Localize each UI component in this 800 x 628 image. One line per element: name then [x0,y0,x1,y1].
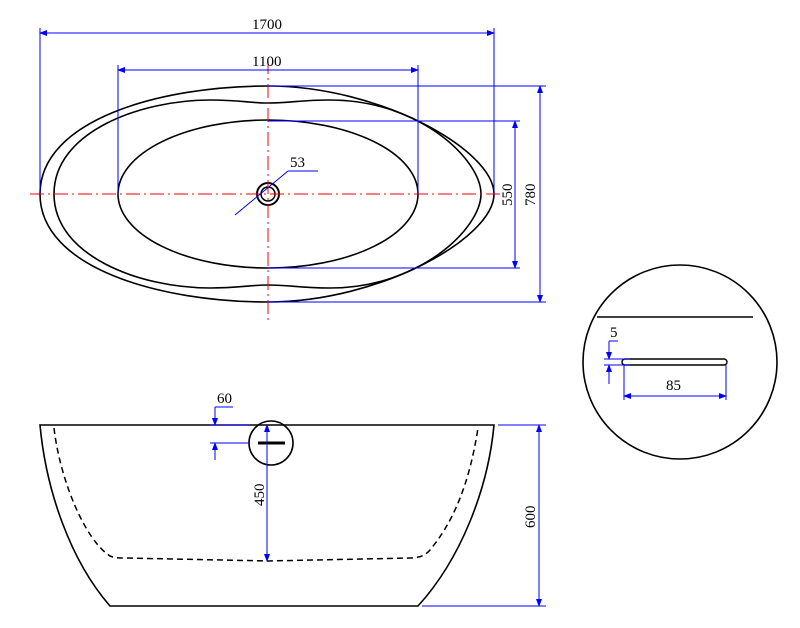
dimension-overflow-height: 60 [210,391,250,460]
dimension-inner-width: 550 [268,120,520,269]
dimension-label-1100: 1100 [252,54,281,70]
dimension-slot-length: 85 [623,365,727,400]
dimension-drain-diameter: 53 [234,155,318,216]
dimension-label-780: 780 [523,184,539,207]
dimension-overall-height: 600 [422,424,546,607]
dimension-label-450: 450 [252,484,268,507]
dimension-label-53: 53 [290,155,305,171]
dimension-label-60: 60 [217,391,232,407]
dimension-label-85: 85 [666,378,681,394]
detail-view: 5 85 [582,264,778,460]
tub-side-outline [39,424,495,607]
dimension-overall-length: 1700 [39,17,495,194]
dimension-slot-height: 5 [604,325,630,384]
inner-basin-hidden-line [53,427,479,562]
overflow-slot [621,358,728,366]
detail-circle [582,264,778,460]
dimension-label-5: 5 [610,325,618,341]
side-view: 60 450 600 [39,391,546,607]
top-view: 1700 1100 550 780 53 [30,17,546,320]
dimension-label-550: 550 [500,184,516,207]
dimension-label-600: 600 [523,506,539,529]
dimension-label-1700: 1700 [252,17,282,33]
dimension-depth: 450 [252,424,270,562]
dimension-overall-width: 780 [268,85,546,303]
dimension-inner-length: 1100 [117,54,419,194]
